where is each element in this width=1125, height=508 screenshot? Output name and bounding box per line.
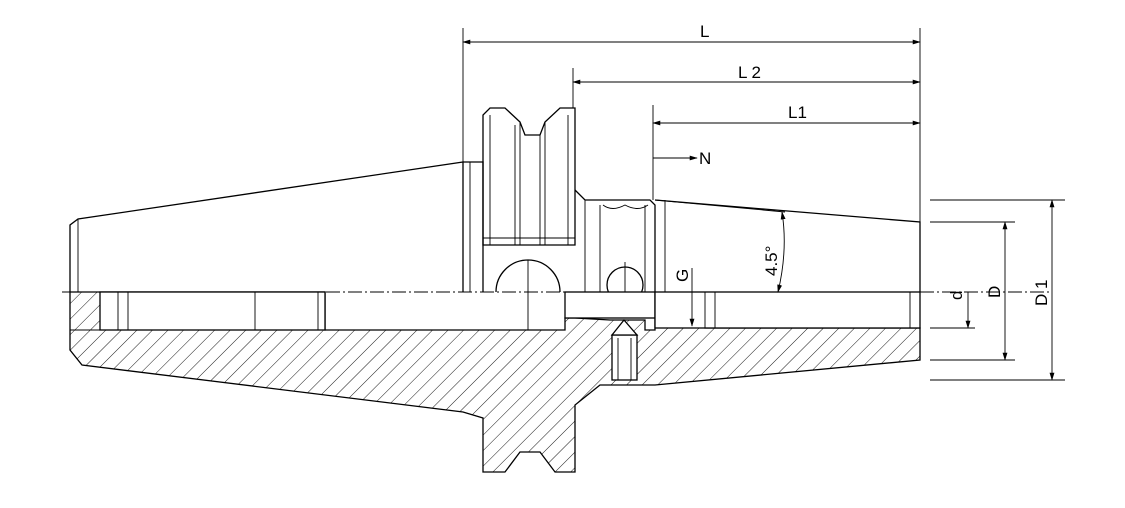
label-L1: L1 [788, 103, 807, 122]
label-angle: 4.5° [762, 246, 781, 276]
label-G: G [673, 269, 692, 282]
label-d: d [947, 291, 966, 300]
label-N: N [699, 149, 711, 168]
label-L: L [700, 22, 709, 41]
label-D1: D 1 [1032, 280, 1051, 306]
label-L2: L 2 [738, 63, 761, 82]
lower-section [69, 291, 921, 473]
label-D: D [985, 286, 1004, 298]
dimension-lines [462, 28, 1065, 381]
